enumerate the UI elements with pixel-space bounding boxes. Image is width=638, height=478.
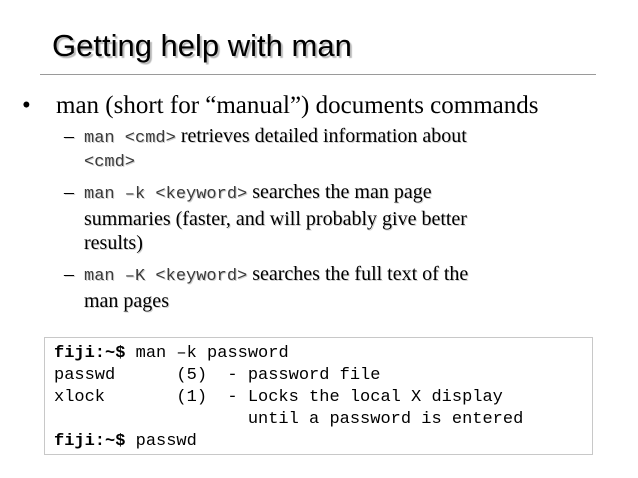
terminal-command: man –k password [125,344,289,363]
subitem-text-line: summaries (faster, and will probably giv… [84,208,467,230]
subitem-line: man <cmd> retrieves detailed information… [84,124,584,151]
subitem-text: searches the full text of the [247,263,469,285]
subitem-code-line: <cmd> [84,153,136,172]
bullet-text: man (short for “manual”) documents comma… [56,92,539,119]
subitem-man-K: – man –K <keyword> searches the full tex… [64,262,574,312]
subitem-code: man –K <keyword> [84,267,248,286]
terminal-prompt: fiji:~$ [54,432,126,451]
subitem-code: man –k <keyword> [84,185,248,204]
terminal-example: fiji:~$ man –k password passwd (5) - pas… [44,337,593,455]
terminal-output-line: passwd (5) - password file [54,366,381,385]
sub-marker: – [64,263,74,285]
terminal-output-line: until a password is entered [54,410,524,429]
terminal-command: passwd [125,432,197,451]
subitem-text-line: man pages [84,290,169,312]
subitem-line: man –k <keyword> searches the man page [84,180,584,207]
terminal-line: fiji:~$ passwd [54,431,592,453]
terminal-line: fiji:~$ man –k password [54,343,592,365]
subitem-man-cmd: – man <cmd> retrieves detailed informati… [64,124,574,174]
subitem-text: searches the man page [247,181,432,203]
sub-marker: – [64,181,74,203]
terminal-output-line: xlock (1) - Locks the local X display [54,388,503,407]
sub-marker: – [64,125,74,147]
bullet-marker: • [22,92,31,119]
terminal-prompt: fiji:~$ [54,344,126,363]
slide-title: Getting help with man [52,28,352,63]
title-divider [40,74,596,75]
subitem-man-k: – man –k <keyword> searches the man page… [64,180,574,256]
subitem-code: man <cmd> [84,129,176,148]
subitem-text: retrieves detailed information about [175,125,467,147]
subitem-text-line: results) [84,232,143,254]
subitem-line: man –K <keyword> searches the full text … [84,262,584,289]
